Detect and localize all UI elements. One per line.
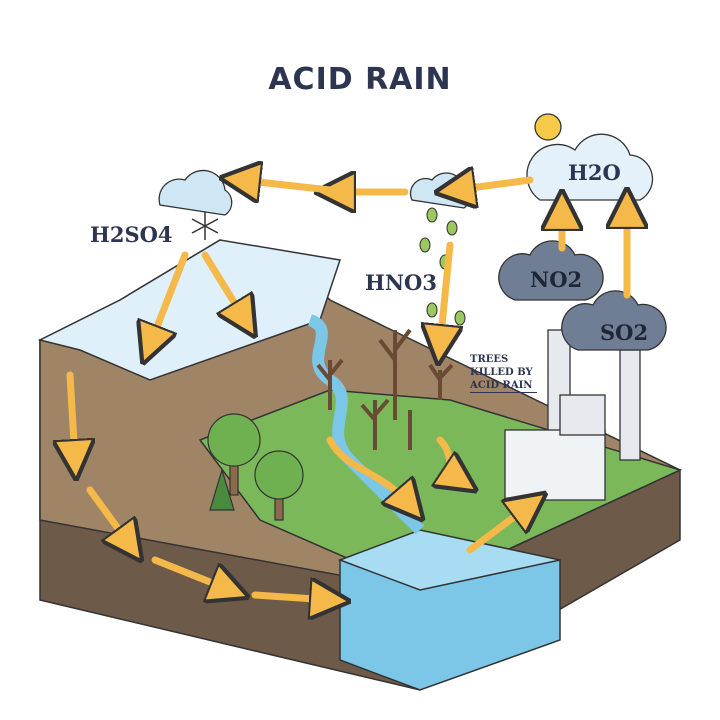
label-trees-killed: TREES KILLED BY ACID RAIN xyxy=(470,353,537,393)
cloud-h2so4 xyxy=(158,169,233,216)
healthy-trees xyxy=(207,413,304,521)
snow-cap xyxy=(37,239,341,381)
label-line: KILLED BY xyxy=(470,367,533,378)
dead-trees xyxy=(316,328,454,450)
cloud-h2o xyxy=(526,133,654,201)
cloud-so2 xyxy=(561,290,667,351)
label-h2o: H2O xyxy=(568,160,621,185)
snowflake-icon xyxy=(191,212,219,240)
label-line: ACID RAIN xyxy=(470,380,533,391)
diagram-title: ACID RAIN xyxy=(268,62,452,97)
label-so2: SO2 xyxy=(600,320,649,345)
sun-icon xyxy=(534,113,562,141)
label-hno3: HNO3 xyxy=(365,270,437,295)
factory xyxy=(504,329,641,501)
cloud-no2 xyxy=(498,240,604,301)
label-line: TREES xyxy=(470,354,509,365)
label-no2: NO2 xyxy=(530,267,583,292)
clouds xyxy=(158,133,667,351)
cycle-arrows xyxy=(70,180,627,600)
label-h2so4: H2SO4 xyxy=(90,222,173,247)
